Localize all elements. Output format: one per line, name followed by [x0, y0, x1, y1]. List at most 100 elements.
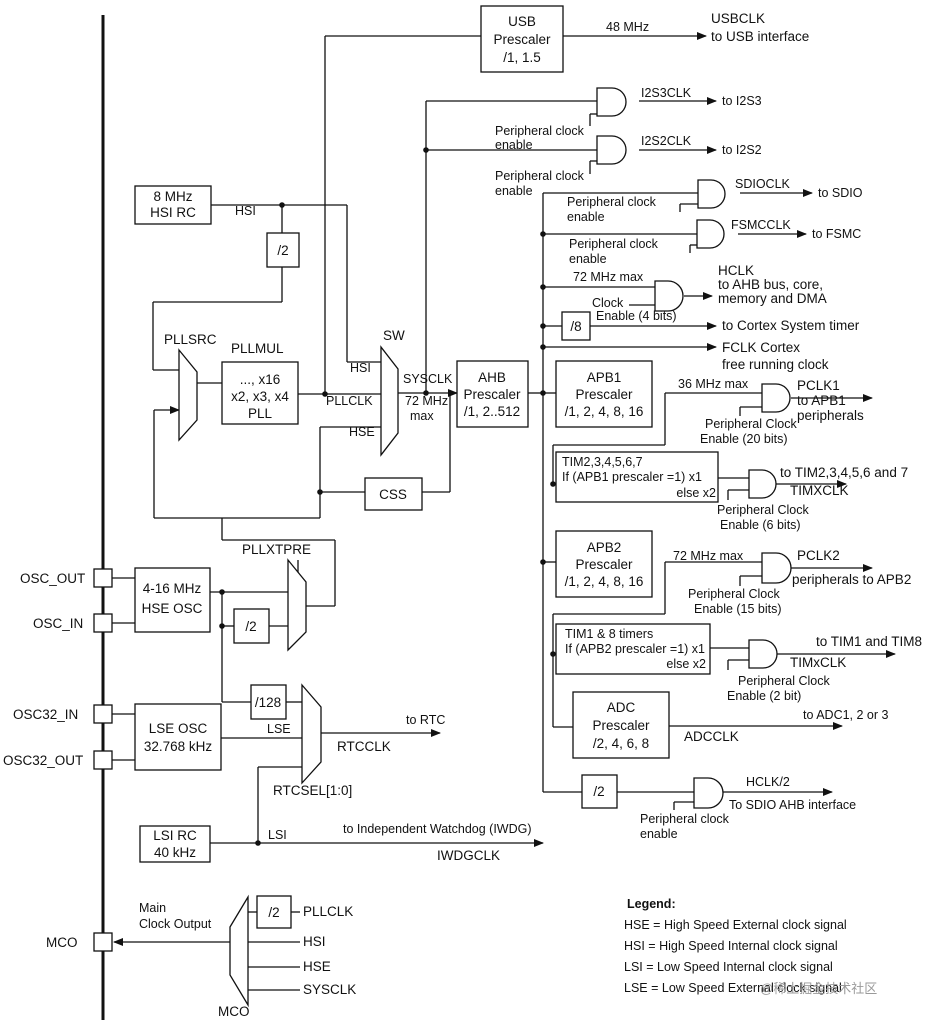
timx-out-line1: to TIM2,3,4,5,6 and 7	[780, 465, 908, 480]
pclk1-line3: peripherals	[797, 408, 864, 423]
lse-label: LSE	[267, 722, 291, 736]
apb1-line3: /1, 2, 4, 8, 16	[565, 404, 644, 419]
i2s3clk-label: I2S3CLK	[641, 86, 692, 100]
apb2-line2: Prescaler	[575, 557, 633, 572]
usb-prescaler-line1: USB	[508, 14, 536, 29]
legend-item-hse: HSE = High Speed External clock signal	[624, 918, 847, 932]
lsi-label: LSI	[268, 828, 287, 842]
hclk-line1: HCLK	[718, 263, 754, 278]
usbclk-label: USBCLK	[711, 11, 765, 26]
lsi-rc-line2: 40 kHz	[154, 845, 196, 860]
div128-block: /128	[250, 684, 287, 720]
pclk2-gate	[761, 552, 792, 584]
iwdg-line2: IWDGCLK	[437, 848, 500, 863]
pce-tim1-line2: Enable (2 bit)	[727, 689, 801, 703]
usb-prescaler-block: USB Prescaler /1, 1.5	[480, 5, 564, 73]
apb2-line1: APB2	[587, 540, 622, 555]
mco-div2-block: /2	[256, 895, 292, 929]
to-i2s3-label: to I2S3	[722, 94, 762, 108]
hsi-label: HSI	[235, 204, 256, 218]
hse-div2-label: /2	[245, 619, 256, 634]
hsi-div2-block: /2	[266, 232, 300, 268]
timx-gate	[748, 469, 777, 499]
mco-hsi-label: HSI	[303, 934, 326, 949]
div8-block: /8	[561, 311, 591, 341]
tim2-line2: If (APB1 prescaler =1) x1	[562, 470, 702, 484]
ahb-prescaler-line3: /1, 2..512	[464, 404, 520, 419]
mhz72max-apb2-label: 72 MHz max	[673, 549, 744, 563]
tim1-out-line1: to TIM1 and TIM8	[816, 634, 922, 649]
pce-tim1-line1: Peripheral Clock	[738, 674, 830, 688]
hclk-gate	[654, 280, 684, 312]
mco-hse-label: HSE	[303, 959, 331, 974]
rtcclk-label: RTCCLK	[337, 739, 391, 754]
mhz36max-label: 36 MHz max	[678, 377, 749, 391]
wires	[112, 32, 896, 991]
pce-fsmc-line2: enable	[569, 252, 607, 266]
main-clock-output-line2: Clock Output	[139, 917, 212, 931]
iwdg-line1: to Independent Watchdog (IWDG)	[343, 822, 532, 836]
apb2-line3: /1, 2, 4, 8, 16	[565, 574, 644, 589]
rtcsel-mux	[301, 683, 322, 785]
tim1-line3: else x2	[666, 657, 706, 671]
i2s2-gate	[596, 135, 627, 165]
tim1-out-line2: TIMxCLK	[790, 655, 846, 670]
adc-line3: /2, 4, 6, 8	[593, 736, 649, 751]
pce-apb2-line2: Enable (15 bits)	[694, 602, 782, 616]
i2s2clk-label: I2S2CLK	[641, 134, 692, 148]
cortex-timer-label: to Cortex System timer	[722, 318, 860, 333]
main-clock-output-line1: Main	[139, 901, 166, 915]
mhz72max-sys-line1: 72 MHz	[405, 394, 448, 408]
legend-item-hsi: HSI = High Speed Internal clock signal	[624, 939, 838, 953]
pllmul-label: PLLMUL	[231, 341, 284, 356]
lse-osc-line1: LSE OSC	[149, 721, 208, 736]
pclk1-line2: to APB1	[797, 393, 846, 408]
hclk-div2-block: /2	[581, 774, 618, 809]
css-block: CSS	[364, 477, 423, 511]
osc32-out-pin	[93, 750, 113, 770]
lse-osc-block: LSE OSC 32.768 kHz	[134, 703, 222, 771]
pce-fsmc-line1: Peripheral clock	[569, 237, 659, 251]
pllxtpre-mux	[287, 558, 307, 652]
osc-out-pin	[93, 568, 113, 588]
hsi-rc-line2: HSI RC	[150, 205, 196, 220]
pce-hclk2-line1: Peripheral clock	[640, 812, 730, 826]
pce-i2s3-line1: Peripheral clock	[495, 124, 585, 138]
pce-tim2-line1: Peripheral Clock	[717, 503, 809, 517]
osc32-out-label: OSC32_OUT	[3, 753, 83, 768]
pllsrc-label: PLLSRC	[164, 332, 217, 347]
mco-pin	[93, 932, 113, 952]
pce-i2s2-line1: Peripheral clock	[495, 169, 585, 183]
adcclk-label: ADCCLK	[684, 729, 739, 744]
pce-hclk2-line2: enable	[640, 827, 678, 841]
usb-interface-label: to USB interface	[711, 29, 809, 44]
fsmcclk-label: FSMCCLK	[731, 218, 791, 232]
div8-label: /8	[570, 319, 581, 334]
adc-line2: Prescaler	[592, 718, 650, 733]
hsi-rc-block: 8 MHz HSI RC	[134, 185, 212, 225]
pce-sdio-line2: enable	[567, 210, 605, 224]
hclk2-line2: To SDIO AHB interface	[729, 798, 856, 812]
hse-osc-line2: HSE OSC	[142, 601, 203, 616]
to-adc-label: to ADC1, 2 or 3	[803, 708, 889, 722]
hclk2-gate	[693, 777, 724, 809]
legend-item-lse: LSE = Low Speed External clock signal	[624, 981, 842, 995]
pll-line1: ..., x16	[240, 372, 281, 387]
usb-prescaler-line3: /1, 1.5	[503, 50, 541, 65]
fsmc-gate	[696, 219, 725, 249]
legend-item-lsi: LSI = Low Speed Internal clock signal	[624, 960, 833, 974]
hse-osc-block: 4-16 MHz HSE OSC	[134, 567, 211, 633]
mco-mux	[229, 894, 249, 1008]
apb1-line1: APB1	[587, 370, 622, 385]
mco-div2-label: /2	[268, 905, 279, 920]
pce-apb1-line1: Peripheral Clock	[705, 417, 797, 431]
div128-label: /128	[255, 695, 281, 710]
pclk2-line2: peripherals to APB2	[792, 572, 911, 587]
to-sdio-label: to SDIO	[818, 186, 863, 200]
fclk-line1: FCLK Cortex	[722, 340, 800, 355]
sw-label: SW	[383, 328, 405, 343]
sw-mux	[380, 345, 399, 457]
apb1-prescaler-block: APB1 Prescaler /1, 2, 4, 8, 16	[555, 360, 653, 428]
pllsrc-mux	[178, 348, 198, 442]
